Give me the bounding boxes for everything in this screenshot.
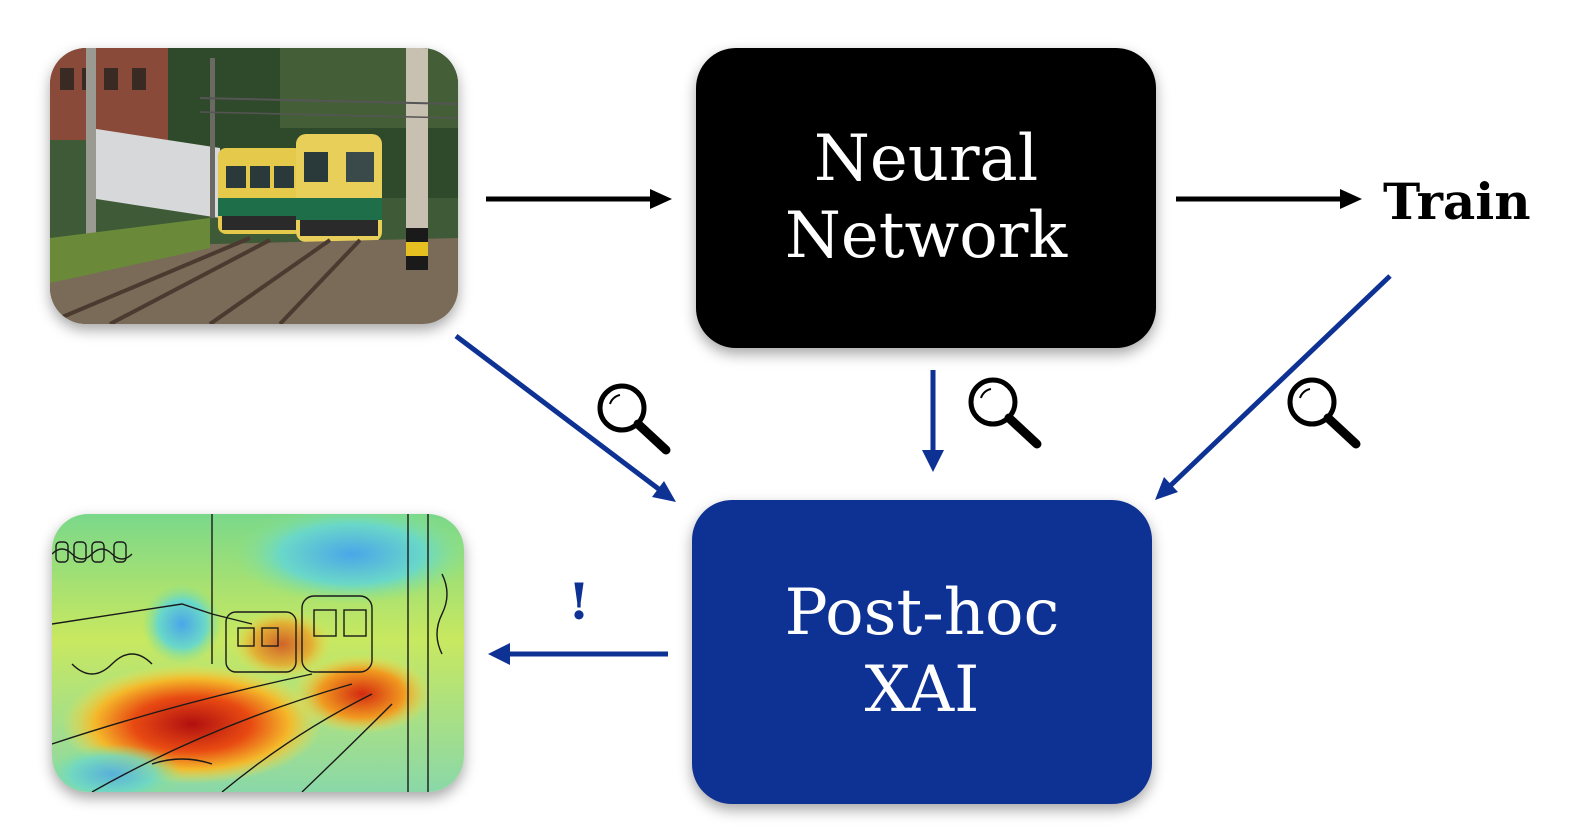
explanation-mark: !	[568, 572, 590, 631]
arrow-network-to-train	[1176, 189, 1362, 209]
magnifier-icon	[597, 383, 671, 455]
arrow-image-to-network	[486, 189, 672, 209]
neural-network-node: Neural Network	[696, 48, 1156, 348]
train-output-label: Train	[1383, 172, 1531, 231]
posthoc-xai-node: Post-hoc XAI	[692, 500, 1152, 804]
arrow-image-to-xai	[454, 334, 676, 502]
posthoc-xai-label-line1: Post-hoc	[784, 576, 1060, 651]
posthoc-xai-label-line2: XAI	[864, 653, 980, 727]
magnifier-icon	[968, 377, 1042, 449]
magnifier-icon	[1287, 377, 1361, 449]
input-train-photo	[50, 48, 458, 324]
arrow-xai-to-saliency	[488, 643, 668, 665]
arrow-network-to-xai	[922, 370, 944, 472]
neural-network-label-line1: Neural	[813, 122, 1039, 197]
saliency-heatmap	[52, 514, 464, 792]
arrow-train-to-xai	[1155, 274, 1392, 500]
neural-network-label-line2: Network	[784, 199, 1068, 273]
